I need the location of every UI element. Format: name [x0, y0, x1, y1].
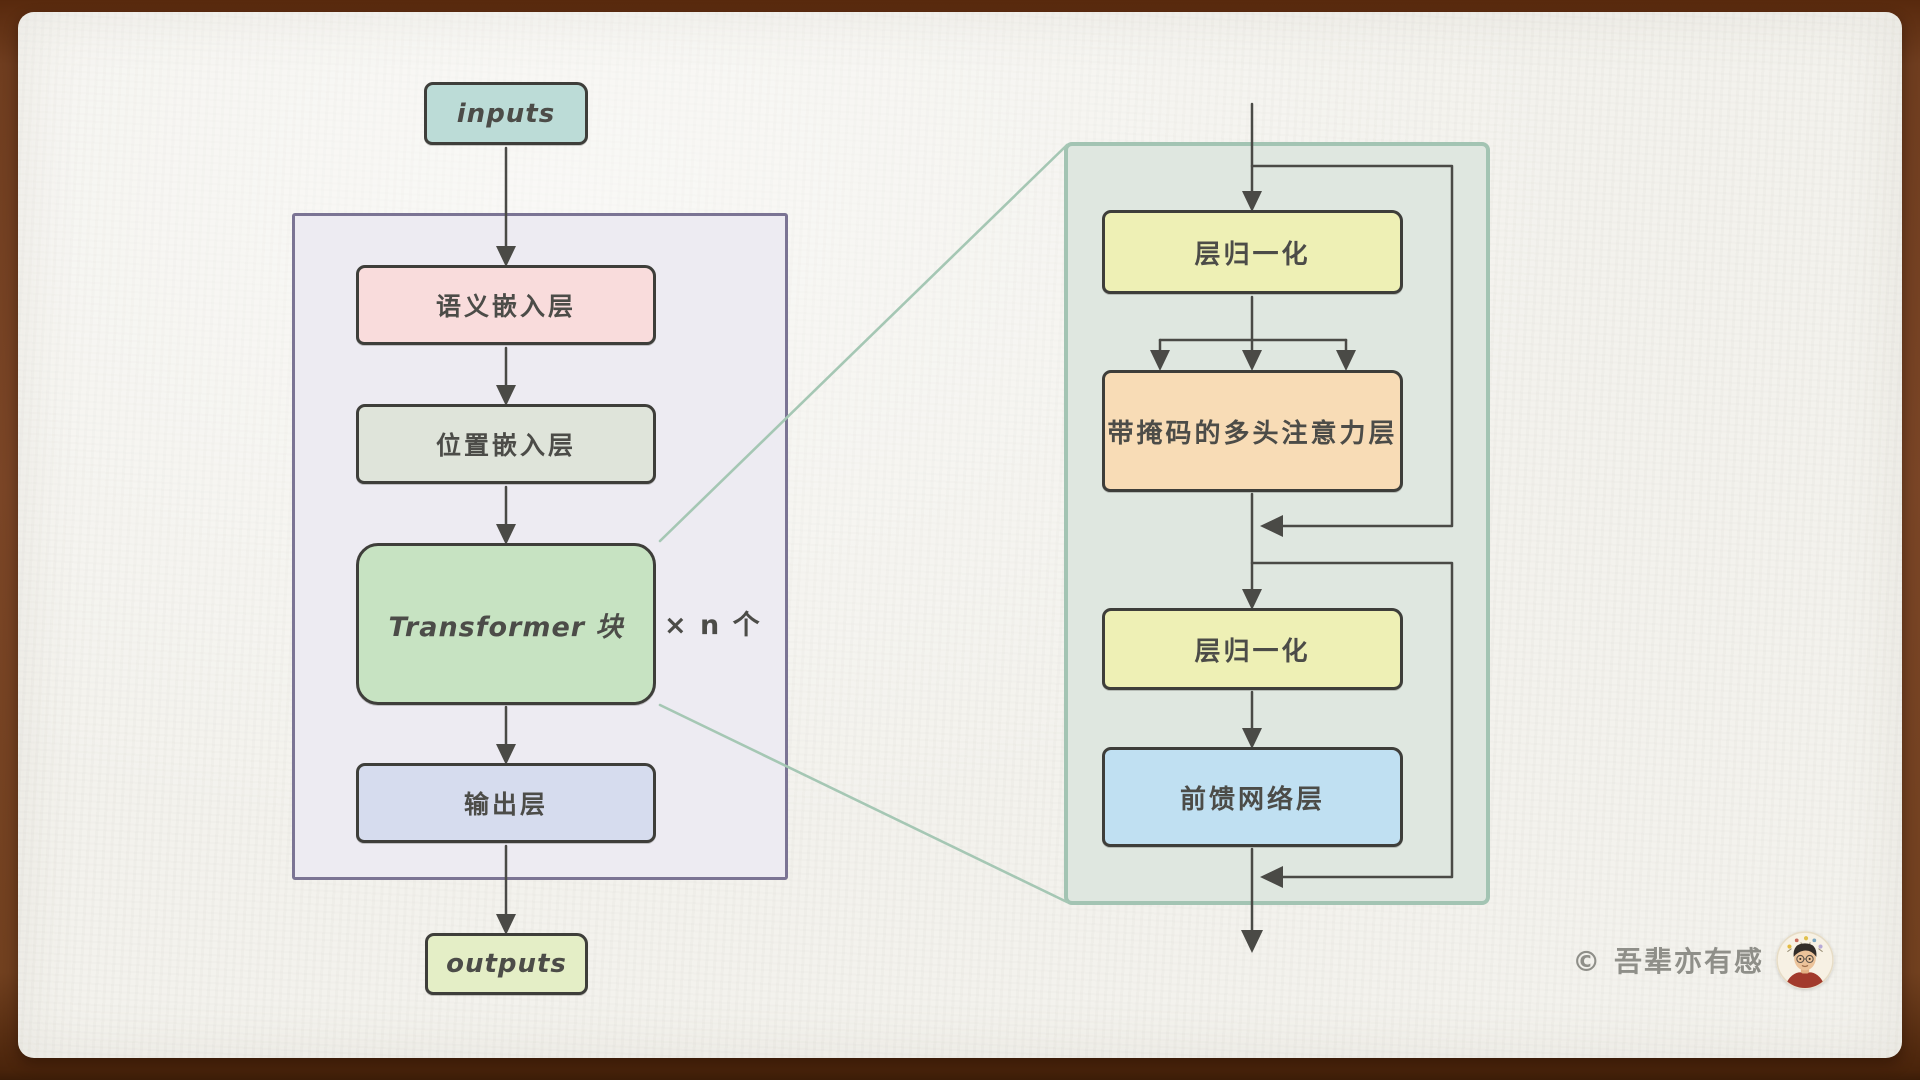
layer-norm-top-label: 层归一化: [1194, 239, 1311, 270]
inputs-node: inputs: [424, 82, 588, 145]
output-layer-node: 输出层: [356, 763, 656, 843]
masked-attention-label: 带掩码的多头注意力层: [1107, 418, 1398, 449]
position-embedding-node: 位置嵌入层: [356, 404, 656, 484]
inputs-label: inputs: [456, 98, 556, 129]
transformer-block-node: Transformer 块: [356, 543, 656, 705]
copyright-text: © 吾辈亦有感: [1572, 945, 1764, 978]
feed-forward-node: 前馈网络层: [1102, 747, 1403, 847]
layer-norm-bottom-node: 层归一化: [1102, 608, 1403, 690]
position-embedding-label: 位置嵌入层: [435, 431, 576, 460]
author-avatar: [1776, 931, 1834, 989]
layer-norm-bottom-label: 层归一化: [1194, 636, 1311, 667]
semantic-embedding-label: 语义嵌入层: [435, 292, 576, 321]
semantic-embedding-node: 语义嵌入层: [356, 265, 656, 345]
repeat-count-label: × n 个: [664, 609, 762, 641]
transformer-block-label: Transformer 块: [388, 611, 624, 643]
masked-attention-node: 带掩码的多头注意力层: [1102, 370, 1403, 492]
feed-forward-label: 前馈网络层: [1179, 784, 1325, 815]
outputs-label: outputs: [446, 949, 567, 979]
copyright: © 吾辈亦有感: [1572, 930, 1834, 990]
outputs-node: outputs: [425, 933, 588, 995]
output-layer-label: 输出层: [463, 790, 548, 819]
layer-norm-top-node: 层归一化: [1102, 210, 1403, 294]
